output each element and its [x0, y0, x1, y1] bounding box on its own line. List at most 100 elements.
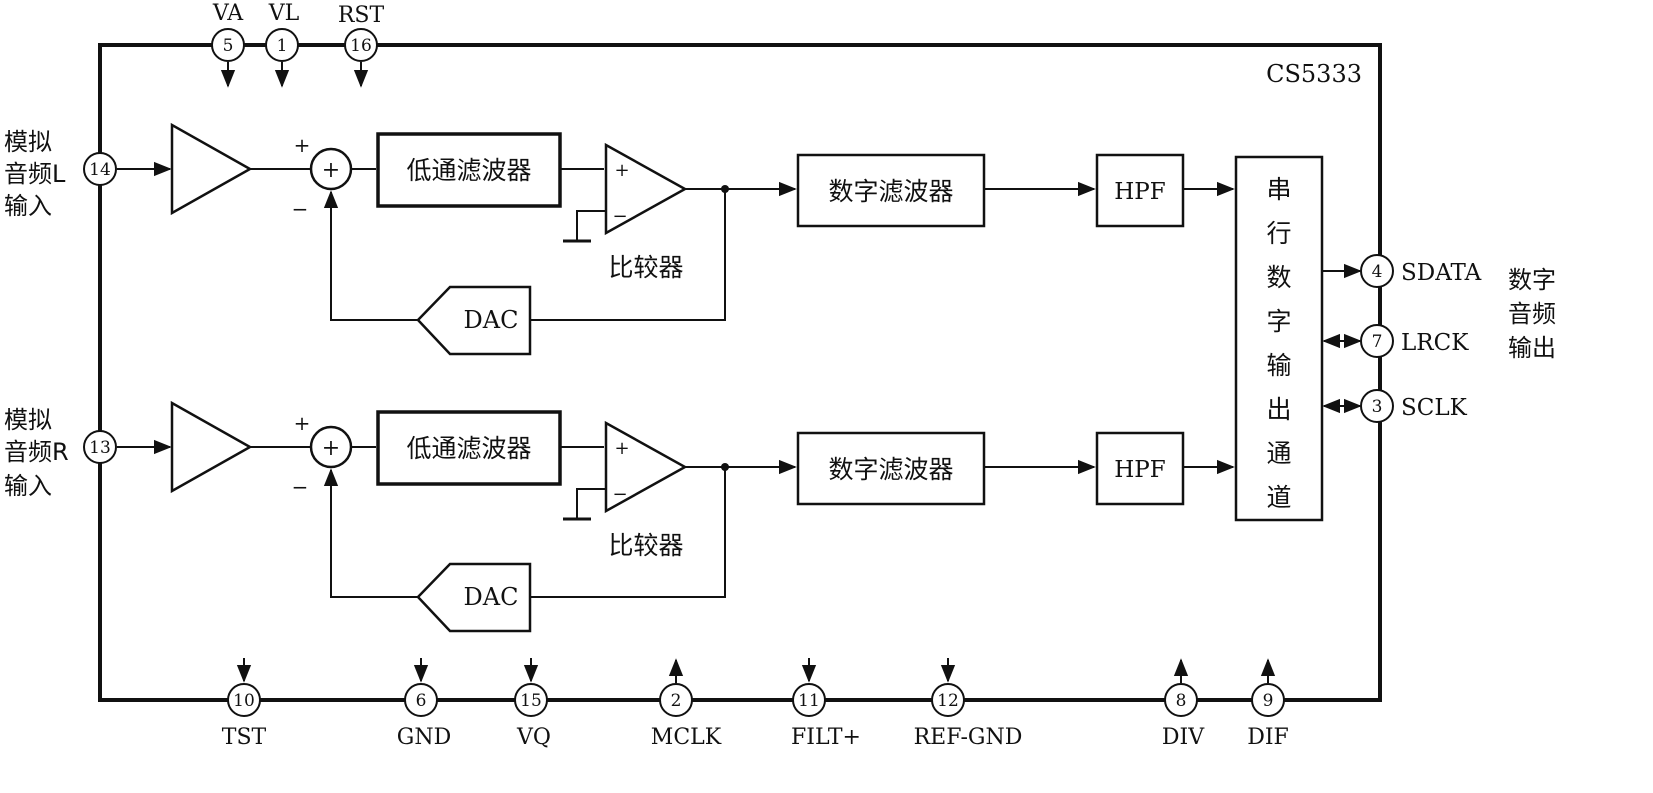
pin-label: SCLK: [1401, 395, 1468, 421]
top-pin-vl: 1 VL: [265, 1, 300, 88]
minus-sign: −: [292, 197, 309, 221]
sum-sign: +: [322, 436, 340, 461]
dac-label: DAC: [464, 583, 519, 611]
chip-outline: [98, 43, 1382, 702]
input-label-line1: 模拟: [4, 128, 52, 156]
pin-label: VQ: [516, 725, 551, 750]
bottom-pin-tst: 10 TST: [222, 658, 267, 750]
hpf-label: HPF: [1114, 179, 1166, 205]
bottom-pin-dif: 9 DIF: [1247, 658, 1289, 750]
pin-number: 11: [798, 691, 820, 711]
pin-number: 8: [1176, 691, 1187, 711]
bottom-pin-vq: 15 VQ: [514, 658, 551, 750]
pin-number: 7: [1372, 332, 1383, 352]
input-amplifier: [170, 122, 253, 216]
serial-char: 行: [1266, 219, 1291, 248]
sum-sign: +: [322, 158, 340, 183]
dac-block: [416, 285, 532, 356]
lowpass-filter-label: 低通滤波器: [406, 434, 531, 463]
pin-number: 14: [89, 160, 111, 180]
hpf-block: [1095, 431, 1185, 506]
serial-output-block: [1234, 155, 1324, 522]
pin-label: VA: [212, 1, 244, 26]
output-label-line3: 输出: [1508, 334, 1556, 362]
right-pin-sclk: 3 SCLK: [1322, 389, 1468, 423]
right-pin-sdata: 4 SDATA: [1322, 254, 1482, 288]
serial-char: 通: [1266, 439, 1291, 468]
input-label-line3: 输入: [4, 192, 52, 220]
top-pin-rst: 16 RST: [338, 3, 385, 88]
right-pin-lrck: 7 LRCK: [1322, 324, 1469, 358]
plus-sign: +: [294, 133, 311, 157]
pin-number: 16: [350, 36, 372, 56]
pin-number: 3: [1372, 397, 1383, 417]
input-label-line3: 输入: [4, 472, 52, 500]
comparator-plus: +: [614, 160, 629, 181]
comparator-minus: −: [612, 484, 627, 505]
bottom-pin-ref-gnd: 12 REF-GND: [914, 658, 1023, 750]
pin-label: REF-GND: [914, 725, 1023, 750]
minus-sign: −: [292, 475, 309, 499]
top-pin-va: 5 VA: [211, 1, 245, 88]
pin-number: 12: [937, 691, 959, 711]
pin-label: SDATA: [1401, 260, 1482, 286]
input-label-line1: 模拟: [4, 406, 52, 434]
pin-number: 4: [1372, 262, 1383, 282]
bottom-pin-div: 8 DIV: [1162, 658, 1205, 750]
pin-label: MCLK: [651, 725, 722, 750]
pin-number: 2: [671, 691, 682, 711]
output-label: 数字 音频 输出: [1508, 266, 1556, 362]
lowpass-filter-label: 低通滤波器: [406, 156, 531, 185]
digital-filter-block: [796, 153, 986, 228]
pin-label: LRCK: [1401, 330, 1469, 356]
serial-output-label: 串 行 数 字 输 出 通 道: [1266, 175, 1291, 512]
output-label-line1: 数字: [1508, 266, 1556, 294]
pin-number: 15: [520, 691, 542, 711]
pin-label: DIV: [1162, 725, 1205, 750]
chip-name: CS5333: [1266, 60, 1362, 88]
pin-label: VL: [268, 1, 300, 26]
digital-filter-block: [796, 431, 986, 506]
right-channel: 模拟 音频R 输入 13 + + − 低通滤波器 + − 比较器 DAC 数字滤…: [4, 400, 1235, 633]
pin-number: 10: [233, 691, 255, 711]
bottom-pin-mclk: 2 MCLK: [651, 658, 722, 750]
serial-char: 道: [1266, 483, 1291, 512]
output-label-line2: 音频: [1508, 300, 1556, 328]
pin-number: 5: [223, 36, 234, 56]
bottom-pin-gnd: 6 GND: [397, 658, 451, 750]
comparator-label: 比较器: [608, 253, 683, 282]
digital-filter-label: 数字滤波器: [828, 177, 953, 206]
pin-label: GND: [397, 725, 451, 750]
comparator-label: 比较器: [608, 531, 683, 560]
pin-number: 1: [277, 36, 288, 56]
lowpass-filter-block: [376, 410, 562, 486]
left-channel: 模拟 音频L 输入 14 + + − 低通滤波器 + − 比较器 DAC 数字滤…: [4, 122, 1235, 356]
serial-char: 输: [1266, 351, 1291, 380]
hpf-block: [1095, 153, 1185, 228]
bottom-pin-filt: 11 FILT+: [791, 658, 861, 750]
dac-block: [416, 562, 532, 633]
pin-number: 6: [416, 691, 427, 711]
serial-char: 串: [1266, 175, 1291, 204]
serial-char: 字: [1266, 307, 1291, 336]
input-label-line2: 音频L: [4, 160, 66, 188]
dac-label: DAC: [464, 306, 519, 334]
hpf-label: HPF: [1114, 457, 1166, 483]
digital-filter-label: 数字滤波器: [828, 455, 953, 484]
input-label-line2: 音频R: [4, 438, 69, 466]
input-amplifier: [170, 400, 253, 494]
pin-number: 9: [1263, 691, 1274, 711]
comparator: [604, 142, 688, 236]
input-pin-circle: [83, 430, 117, 464]
pin-label: FILT+: [791, 725, 861, 750]
pin-label: TST: [222, 725, 267, 750]
pin-label: DIF: [1247, 725, 1289, 750]
comparator: [604, 420, 688, 514]
plus-sign: +: [294, 411, 311, 435]
comparator-plus: +: [614, 438, 629, 459]
serial-char: 出: [1266, 395, 1291, 424]
pin-label: RST: [338, 3, 385, 28]
comparator-minus: −: [612, 206, 627, 227]
